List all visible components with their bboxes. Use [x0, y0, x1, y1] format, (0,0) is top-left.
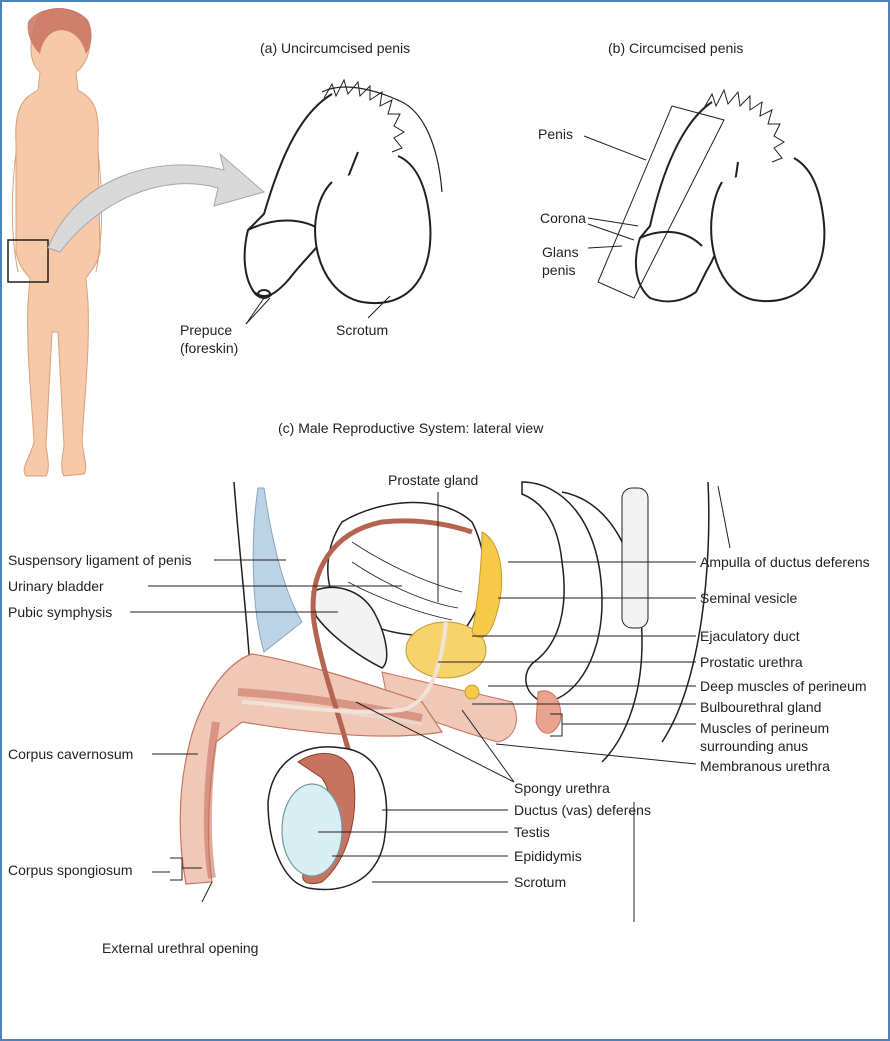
- circumcised-drawing: [634, 101, 826, 303]
- penis-bracket: [583, 105, 725, 299]
- label-glans: Glans: [542, 244, 579, 260]
- label-membranous-urethra: Membranous urethra: [700, 758, 830, 774]
- label-muscles-perineum: Muscles of perineum: [700, 720, 830, 736]
- label-penis: Penis: [538, 126, 574, 142]
- label-prostate-gland: Prostate gland: [388, 472, 479, 488]
- zoom-box: [7, 239, 49, 283]
- label-scrotum-c: Scrotum: [514, 874, 567, 890]
- label-ampulla: Ampulla of ductus deferens: [700, 554, 870, 570]
- label-external-urethral-opening: External urethral opening: [102, 940, 259, 956]
- pubic-hair-a: [323, 78, 405, 153]
- pubic-hair-b: [703, 88, 785, 163]
- label-spongy-urethra: Spongy urethra: [514, 780, 610, 796]
- pointer-arrow: [47, 152, 266, 253]
- label-corona: Corona: [540, 210, 586, 226]
- label-scrotum-a: Scrotum: [336, 322, 389, 338]
- label-bulbourethral-gland: Bulbourethral gland: [700, 699, 822, 715]
- label-prostatic-urethra: Prostatic urethra: [700, 654, 803, 670]
- caption-uncircumcised: (a) Uncircumcised penis: [260, 40, 411, 56]
- leader-lines: [130, 485, 731, 922]
- label-glans-penis: penis: [542, 262, 576, 278]
- label-ductus-deferens: Ductus (vas) deferens: [514, 802, 651, 818]
- label-muscles-perineum-anus: surrounding anus: [700, 738, 809, 754]
- label-epididymis: Epididymis: [514, 848, 582, 864]
- label-ejaculatory-duct: Ejaculatory duct: [700, 628, 800, 644]
- label-prepuce: Prepuce: [180, 322, 233, 338]
- label-corpus-cavernosum: Corpus cavernosum: [8, 746, 134, 762]
- caption-circumcised: (b) Circumcised penis: [608, 40, 744, 56]
- label-pubic-symphysis: Pubic symphysis: [8, 604, 113, 620]
- lateral-view-drawing: [179, 481, 710, 891]
- label-suspensory-ligament: Suspensory ligament of penis: [8, 552, 192, 568]
- label-prepuce-foreskin: (foreskin): [180, 340, 239, 356]
- hair-shape: [27, 8, 92, 55]
- label-seminal-vesicle: Seminal vesicle: [700, 590, 798, 606]
- label-corpus-spongiosum: Corpus spongiosum: [8, 862, 133, 878]
- label-urinary-bladder: Urinary bladder: [8, 578, 104, 594]
- uncircumcised-drawing: [243, 86, 443, 305]
- label-testis: Testis: [514, 824, 550, 840]
- label-deep-muscles: Deep muscles of perineum: [700, 678, 867, 694]
- caption-lateral-view: (c) Male Reproductive System: lateral vi…: [278, 420, 544, 436]
